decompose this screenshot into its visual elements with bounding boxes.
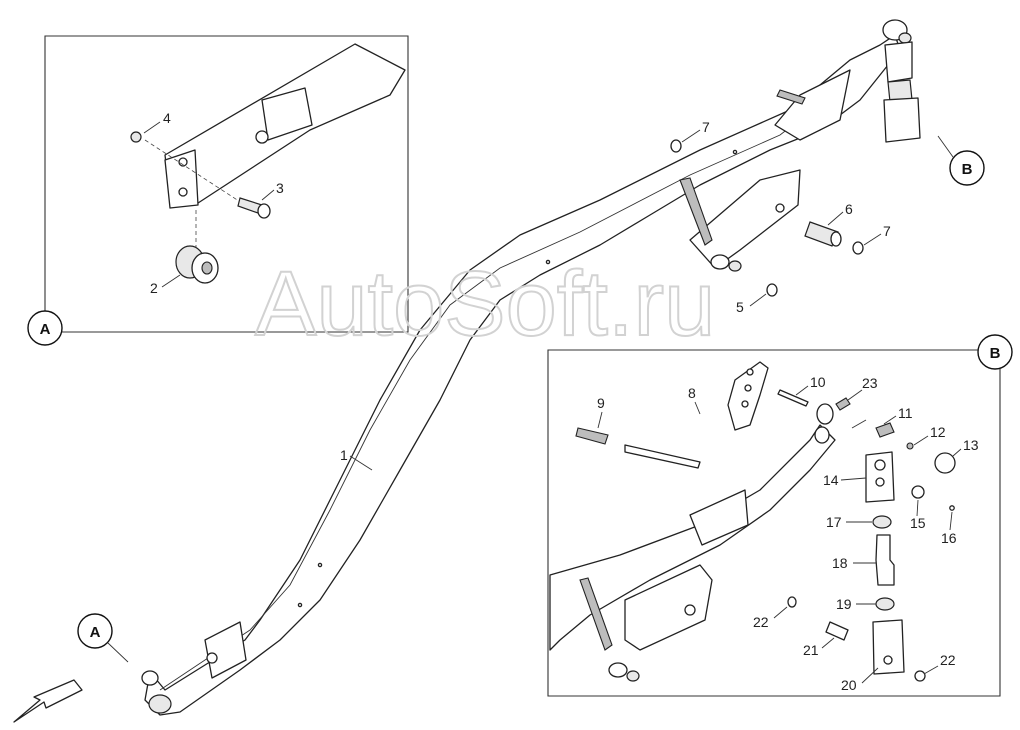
part-label-21: 21 [803,637,835,658]
part-label-14: 14 [823,472,867,488]
part-label-9: 9 [597,395,605,429]
part-label-1: 1 [340,447,373,471]
watermark-text: AutoSoft.ru [255,253,715,355]
svg-text:7: 7 [883,223,891,239]
svg-text:A: A [90,624,101,641]
svg-text:7: 7 [702,119,710,135]
svg-text:10: 10 [810,374,826,390]
callout-a-detail: A [27,310,63,346]
part-label-23: 23 [847,375,878,401]
svg-text:18: 18 [832,555,848,571]
detail-b-panel [547,349,1001,697]
part-label-15: 15 [910,499,926,531]
svg-text:15: 15 [910,515,926,531]
svg-text:14: 14 [823,472,839,488]
part-label-7a: 7 [681,119,710,143]
svg-text:5: 5 [736,299,744,315]
part-label-2: 2 [150,274,181,296]
part-label-10: 10 [795,374,826,396]
part-label-8: 8 [688,385,701,415]
svg-text:9: 9 [597,395,605,411]
part-label-3: 3 [261,180,284,201]
svg-text:2: 2 [150,280,158,296]
part-label-20: 20 [841,667,879,693]
svg-text:4: 4 [163,110,171,126]
svg-text:3: 3 [276,180,284,196]
part-label-17: 17 [826,514,872,530]
part-label-7b: 7 [863,223,891,246]
callout-a-main: A [77,613,129,663]
part-label-16: 16 [941,511,957,546]
detail-a-panel [44,35,409,333]
svg-text:8: 8 [688,385,696,401]
svg-text:12: 12 [930,424,946,440]
part-label-6: 6 [827,201,853,226]
svg-text:17: 17 [826,514,842,530]
svg-text:22: 22 [940,652,956,668]
svg-text:16: 16 [941,530,957,546]
part-label-12: 12 [913,424,946,446]
svg-text:13: 13 [963,437,979,453]
svg-text:22: 22 [753,614,769,630]
svg-text:6: 6 [845,201,853,217]
part-label-19: 19 [836,596,876,612]
direction-arrow-icon [13,679,83,723]
part-label-5: 5 [736,293,767,315]
svg-text:1: 1 [340,447,348,463]
part-label-22a: 22 [753,606,788,630]
svg-text:B: B [990,345,1001,362]
callout-b-main: B [937,135,985,186]
part-label-22b: 22 [923,652,956,675]
svg-text:19: 19 [836,596,852,612]
svg-text:11: 11 [898,405,913,421]
part-label-13: 13 [952,437,979,457]
part-label-18: 18 [832,555,876,571]
svg-text:23: 23 [862,375,878,391]
part-label-4: 4 [143,110,171,134]
svg-text:B: B [962,161,973,178]
callout-b-detail: B [977,334,1013,370]
svg-text:20: 20 [841,677,857,693]
part-label-11: 11 [851,405,913,429]
main-frame-arm [141,19,921,716]
svg-text:21: 21 [803,642,819,658]
svg-text:A: A [40,321,51,338]
